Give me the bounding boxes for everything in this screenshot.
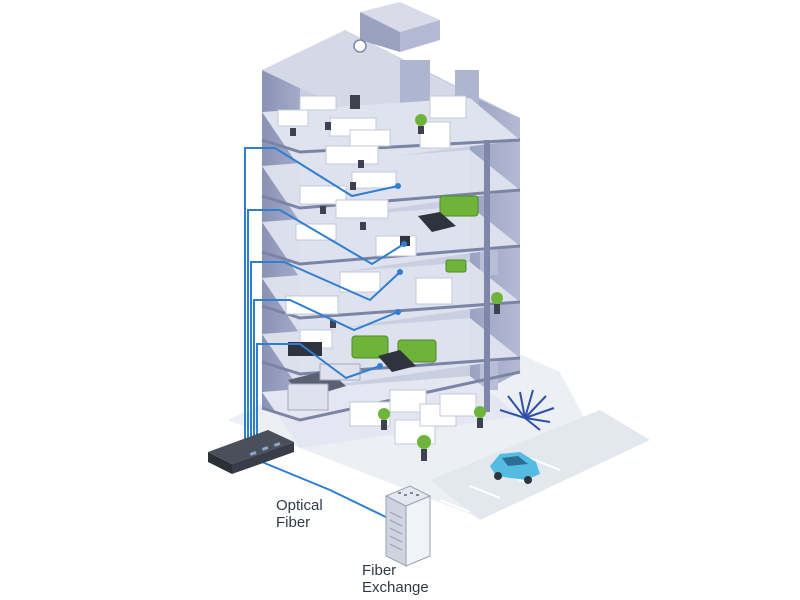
- dark-tables: [288, 212, 456, 372]
- optical-fiber-label-line1: Optical: [276, 497, 323, 514]
- sofa-icon: [351, 195, 479, 363]
- office-chairs: [290, 95, 366, 328]
- fiber-endpoints: [377, 183, 407, 369]
- office-furniture: [277, 95, 477, 445]
- car-icon: [490, 452, 540, 484]
- fiber-exchange-label-line1: Fiber: [362, 562, 397, 579]
- fiber-exchange-cabinet-icon: [384, 485, 432, 567]
- fiber-lines: [244, 147, 405, 521]
- plant-pots: [381, 126, 500, 461]
- plant-icon: [378, 114, 503, 449]
- clock-icon: [353, 39, 367, 53]
- reception-desk: [287, 363, 361, 411]
- agave-plant-icon: [499, 389, 555, 431]
- optical-switch-icon: [208, 430, 294, 474]
- optical-fiber-label-line2: Fiber: [276, 514, 311, 531]
- fiber-exchange-label-line2: Exchange: [362, 579, 429, 596]
- optical-fiber-label: Optical Fiber: [276, 497, 323, 531]
- fiber-exchange-label: Fiber Exchange: [362, 562, 429, 596]
